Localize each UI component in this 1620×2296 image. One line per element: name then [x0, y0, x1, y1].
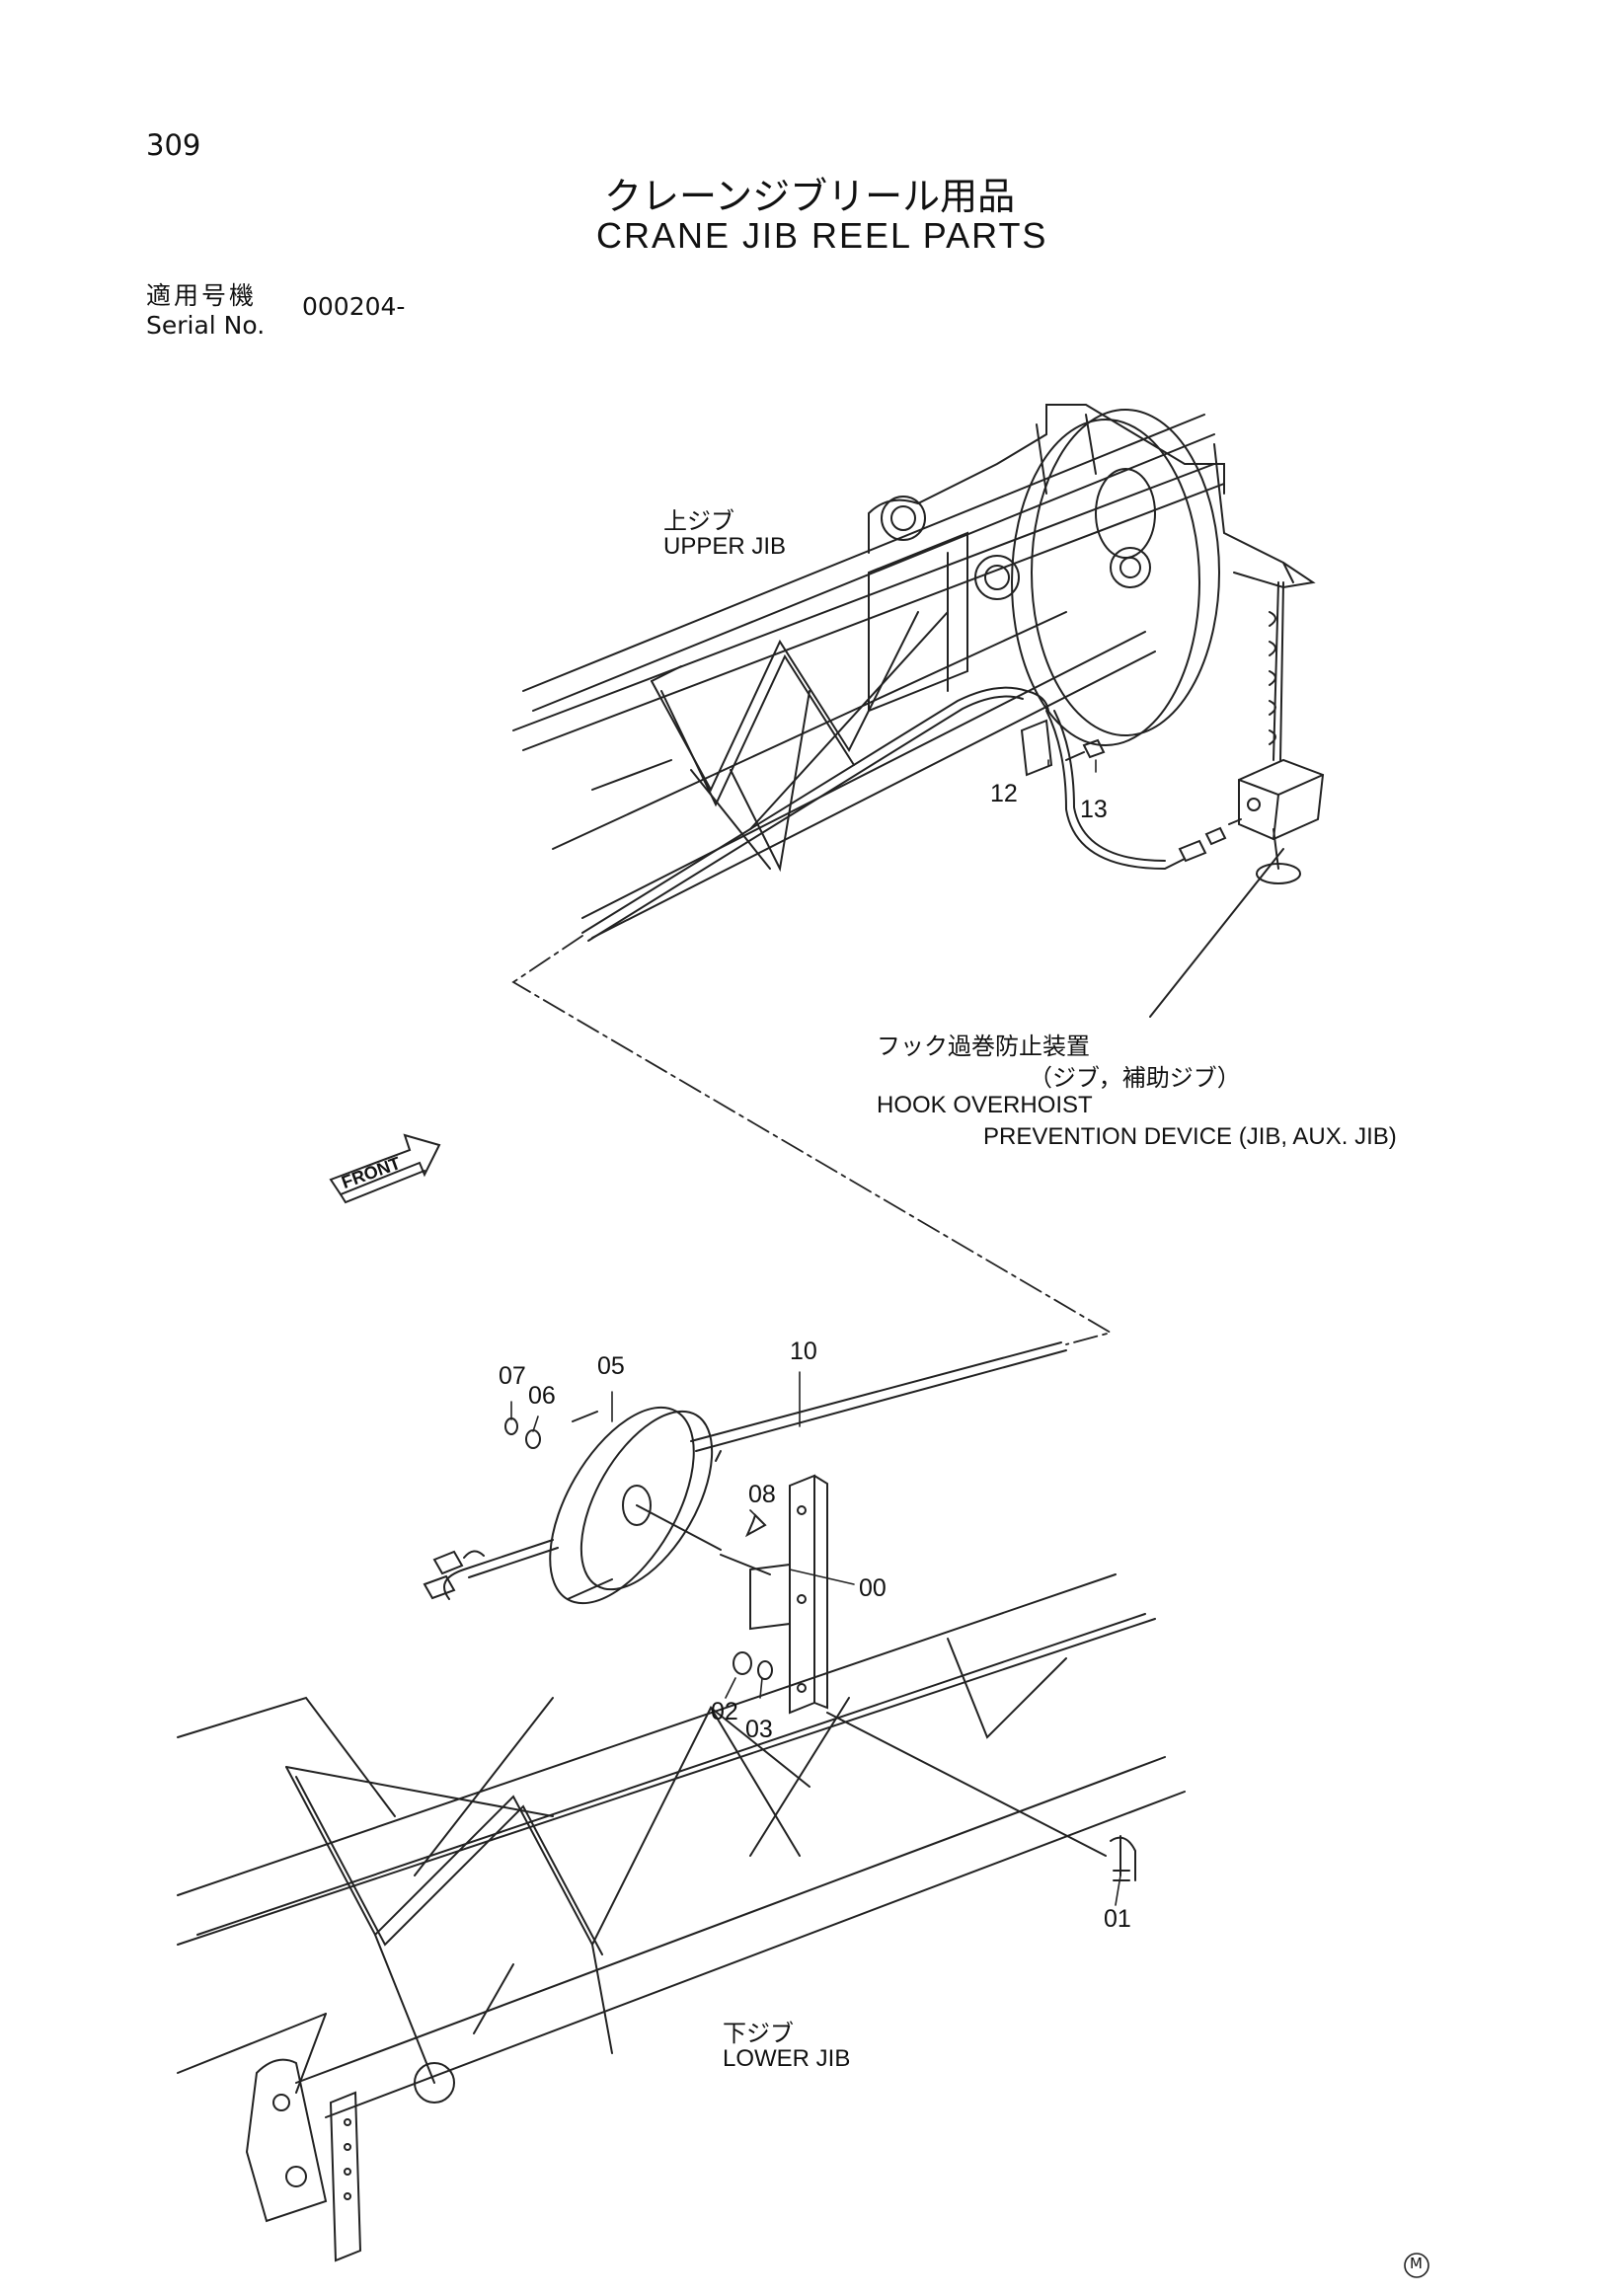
m-mark-label: M	[1410, 2255, 1423, 2272]
callout-03: 03	[745, 1716, 773, 1743]
upper-jib-label-jp: 上ジブ	[663, 507, 734, 535]
reel-assembly	[423, 1341, 1136, 1881]
lower-jib-label-jp: 下ジブ	[723, 2020, 794, 2047]
callout-13: 13	[1080, 796, 1108, 823]
page-number: 309	[146, 128, 201, 162]
hook-device-label-en-2: PREVENTION DEVICE (JIB, AUX. JIB)	[983, 1123, 1397, 1150]
callout-00: 00	[859, 1574, 887, 1602]
serial-value: 000204-	[302, 292, 406, 321]
callout-leaders	[510, 759, 1121, 1906]
lower-jib-label-en: LOWER JIB	[723, 2045, 851, 2072]
hook-device-label-en-1: HOOK OVERHOIST	[877, 1092, 1093, 1118]
routing-line	[511, 935, 1114, 1345]
hook-overhoist-device	[1045, 581, 1325, 1018]
callout-02: 02	[711, 1698, 738, 1725]
front-arrow-icon	[329, 1133, 441, 1204]
callout-12: 12	[990, 780, 1018, 807]
upper-jib-drawing	[512, 404, 1316, 939]
upper-jib-label-en: UPPER JIB	[663, 533, 787, 560]
callout-07: 07	[499, 1362, 526, 1390]
page-title-en: CRANE JIB REEL PARTS	[596, 215, 1048, 256]
hook-device-label-jp-1: フック過巻防止装置	[877, 1033, 1090, 1060]
callout-10: 10	[790, 1338, 817, 1365]
callout-06: 06	[528, 1382, 556, 1410]
hook-device-label-jp-2: （ジブ，補助ジブ）	[1029, 1064, 1241, 1092]
lower-jib-drawing	[177, 1573, 1186, 2262]
upper-cable	[581, 686, 1106, 942]
callout-05: 05	[597, 1352, 625, 1380]
callout-01: 01	[1104, 1905, 1131, 1933]
serial-label-en: Serial No.	[146, 311, 266, 340]
serial-label-jp: 適用号機	[146, 281, 258, 310]
page-title-jp: クレーンジブリール用品	[604, 175, 1016, 218]
m-mark-icon	[1404, 2253, 1429, 2278]
callout-08: 08	[748, 1481, 776, 1508]
